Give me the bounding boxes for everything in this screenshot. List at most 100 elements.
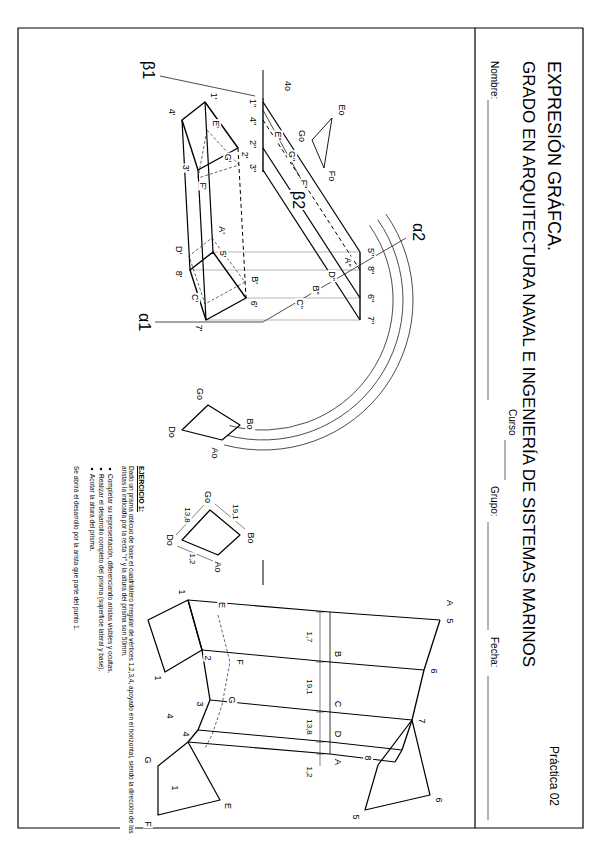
dimension-line xyxy=(176,505,204,535)
point-label: 5 xyxy=(351,813,361,820)
dimension-tick xyxy=(316,754,324,755)
dimension-tick xyxy=(316,712,324,713)
hidden-edge xyxy=(238,148,246,298)
sheet-title: EXPRESIÓN GRÁFCA. xyxy=(543,60,564,252)
sheet-subtitle: GRADO EN ARQUITECTURA NAVAL E INGENIERÍA… xyxy=(518,60,538,668)
point-label: Fo xyxy=(327,170,337,183)
projection-line xyxy=(206,320,360,321)
point-label: Bo xyxy=(246,531,256,544)
projection-line xyxy=(213,252,360,253)
point-label: 2' xyxy=(240,151,250,160)
point-label: C" xyxy=(295,298,305,310)
point-label: 1 xyxy=(177,588,187,595)
point-label: C' xyxy=(190,293,200,303)
prism-top xyxy=(190,252,246,320)
point-label: β2 xyxy=(289,190,307,210)
plane-trace xyxy=(263,238,406,322)
rotation-arc xyxy=(224,214,413,450)
exercise-text: Dado un prisma oblicuo de base el cuadri… xyxy=(120,465,135,837)
development-edge xyxy=(188,600,440,620)
development-edge xyxy=(198,730,402,750)
point-label: 13,8 xyxy=(182,506,191,524)
point-label: B xyxy=(333,650,343,658)
point-label: G' xyxy=(223,153,233,164)
point-label: 6' xyxy=(249,300,259,309)
dimension-tick xyxy=(316,742,324,743)
point-label: A' xyxy=(217,225,227,235)
field-line xyxy=(488,676,489,820)
point-label: E' xyxy=(211,119,221,129)
exercise-note: Se abrirá el desarrollo por la arista qu… xyxy=(73,465,80,631)
point-label: 19,1 xyxy=(304,678,313,696)
development-contour xyxy=(188,600,210,742)
point-label: 3" xyxy=(248,163,258,173)
prism-base xyxy=(262,98,263,172)
point-label: Ao xyxy=(213,560,223,573)
point-label: 4o xyxy=(283,80,293,92)
point-label: 1,2 xyxy=(187,552,196,565)
point-label: 7' xyxy=(194,324,204,333)
dimension-line xyxy=(215,504,245,529)
field-line xyxy=(505,440,506,480)
point-label: 6 xyxy=(434,796,444,803)
point-label: A" xyxy=(343,256,353,267)
prism-top xyxy=(359,252,360,320)
form-field: Fecha: xyxy=(489,636,501,669)
point-label: B' xyxy=(250,275,260,285)
point-label: 7 xyxy=(417,717,427,724)
form-field: Curso xyxy=(507,408,519,437)
point-label: 6" xyxy=(366,293,376,303)
point-label: 8' xyxy=(174,270,184,279)
point-label: α2 xyxy=(409,222,427,242)
point-label: 4" xyxy=(248,116,258,126)
sheet-frame xyxy=(18,28,583,828)
development-base xyxy=(148,600,202,672)
development-edge xyxy=(210,700,412,720)
true-section xyxy=(312,118,332,168)
exercise-item: Completar su representación, diferencian… xyxy=(107,473,114,674)
bullet xyxy=(100,468,102,470)
point-label: 4 xyxy=(165,712,175,719)
point-label: 5 xyxy=(445,617,455,624)
point-label: G xyxy=(227,695,237,704)
exercise-item: Realizar el desarrollo completo del pris… xyxy=(98,473,105,672)
point-label: Ao xyxy=(210,446,220,459)
point-label: Do xyxy=(165,533,175,547)
point-label: 1 xyxy=(170,784,180,791)
section-outline xyxy=(189,238,245,304)
rotation-arc xyxy=(227,220,403,440)
dimension-tick xyxy=(316,662,324,663)
point-label: 2" xyxy=(248,139,258,149)
development-base xyxy=(158,742,220,815)
point-label: 8 xyxy=(363,754,373,761)
point-label: 5" xyxy=(366,247,376,257)
rotation-arc xyxy=(229,225,393,430)
dimension-line xyxy=(320,612,321,766)
dimension-tick xyxy=(316,612,324,613)
point-label: 3' xyxy=(181,164,191,173)
prism-base xyxy=(182,102,238,170)
form-field: Nombre: xyxy=(489,60,501,100)
prism-edge xyxy=(263,170,360,320)
point-label: C xyxy=(333,700,343,709)
point-label: 4 xyxy=(181,730,191,737)
point-label: D' xyxy=(174,245,184,255)
point-label: Go xyxy=(203,490,213,504)
development-edge xyxy=(188,742,395,762)
point-label: 1" xyxy=(248,98,258,108)
point-label: 1,2 xyxy=(304,765,313,778)
point-label: F' xyxy=(198,181,208,190)
prism-edge xyxy=(263,148,360,298)
field-line xyxy=(488,100,489,400)
point-label: A xyxy=(333,758,343,766)
prism-edge xyxy=(263,102,360,252)
point-label: 2 xyxy=(203,654,213,661)
point-label: β1 xyxy=(139,60,157,80)
ground-line xyxy=(263,70,264,98)
point-label: 5' xyxy=(218,250,228,259)
true-section xyxy=(182,405,240,440)
point-label: D" xyxy=(327,270,337,282)
ground-line xyxy=(263,560,264,585)
point-label: Eo xyxy=(337,103,347,116)
